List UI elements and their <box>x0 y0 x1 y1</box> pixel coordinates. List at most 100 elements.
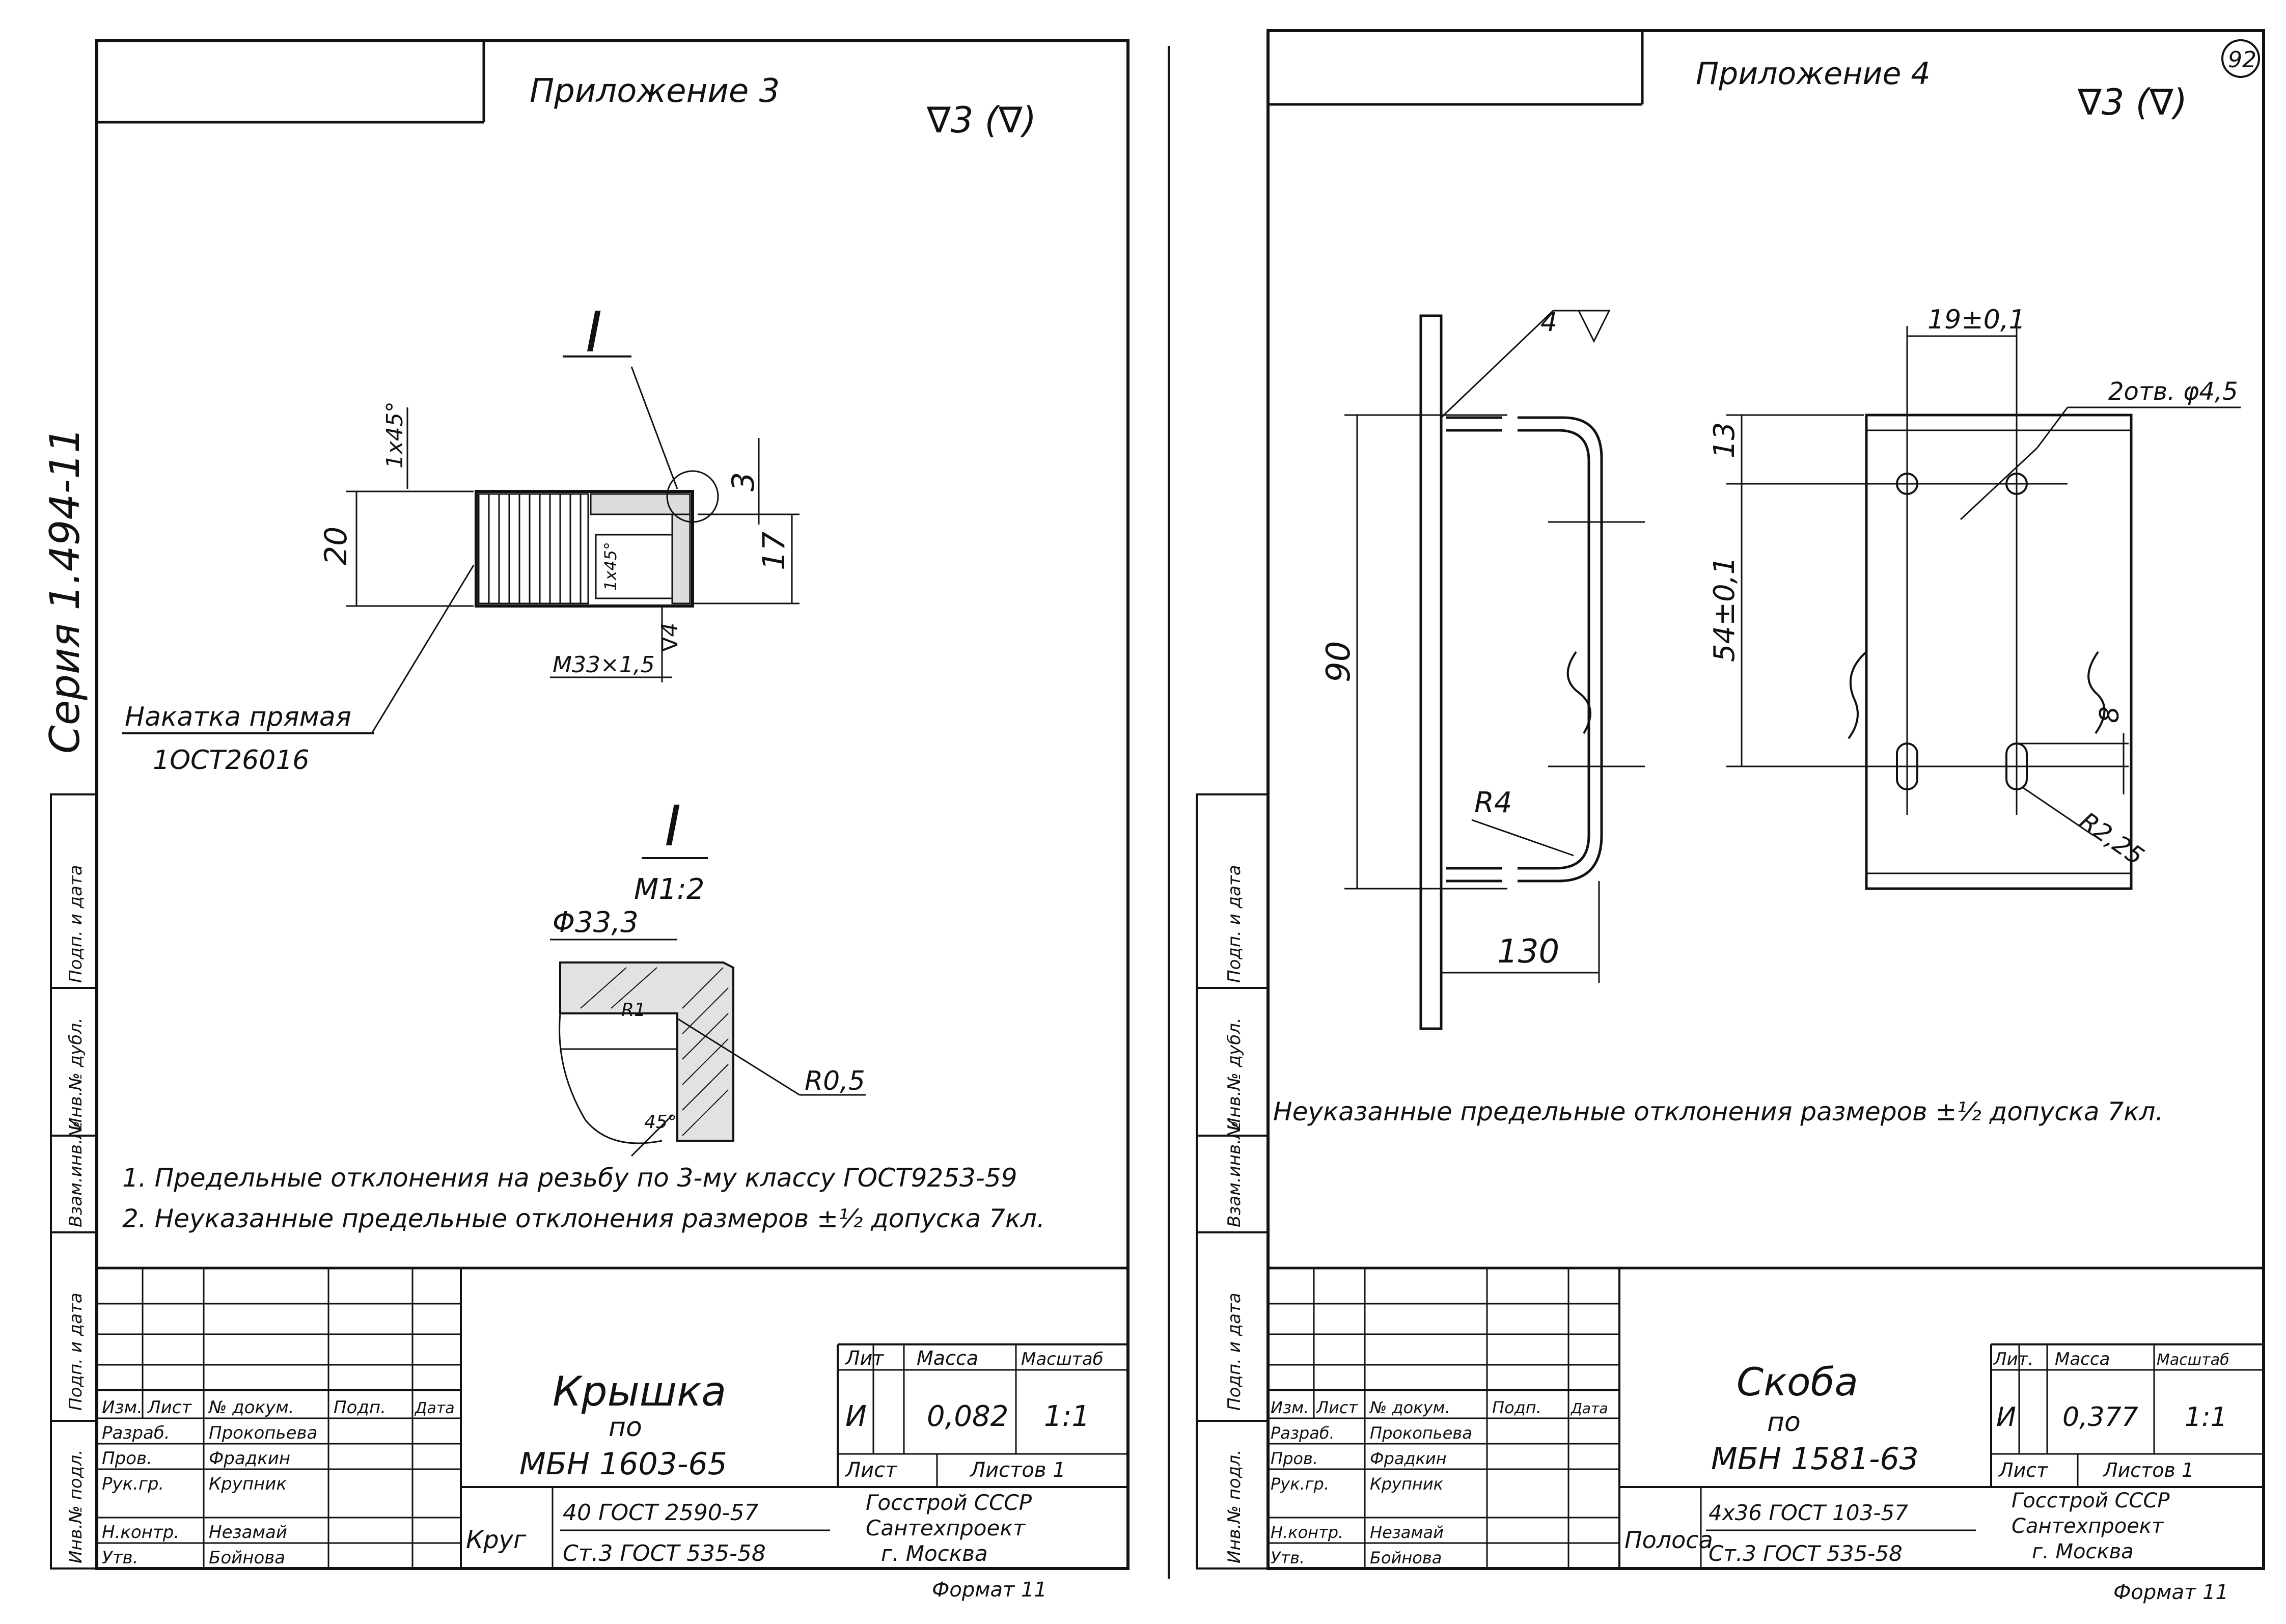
tb4-head-podp: Подп. <box>1492 1398 1541 1417</box>
tb3-code: МБН 1603-65 <box>519 1446 727 1482</box>
side4-stamp-4: Инв.№ дубл. <box>1224 1017 1245 1131</box>
tb4-sheet: Лист <box>1998 1459 2049 1481</box>
tb4-head-izm: Изм. <box>1271 1398 1309 1417</box>
tb3-material-bottom: Ст.3 ГОСТ 535-58 <box>563 1540 766 1566</box>
roughness-4: ∇3 (∇) <box>2077 81 2187 123</box>
tb4-code: МБН 1581-63 <box>1711 1441 1919 1477</box>
tb4-org-1: Госстрой СССР <box>2012 1489 2170 1512</box>
weld-mark: 4 <box>1540 307 1557 338</box>
dim-chamfer-outer: 1x45° <box>382 401 408 469</box>
tb3-mass: 0,082 <box>927 1400 1008 1433</box>
tb4-head-date: Дата <box>1570 1400 1608 1417</box>
title-block-4: Изм. Лист № докум. Подп. Дата Разраб. Пр… <box>1266 1267 2265 1570</box>
side-stamp-4: Инв.№ подл. Подп. и дата Взам.инв.№ Инв.… <box>1196 793 1269 1570</box>
tb4-sheets: Листов 1 <box>2102 1459 2194 1481</box>
tb3-name-3: Крупник <box>209 1474 287 1494</box>
tb4-po: по <box>1767 1407 1801 1438</box>
tb3-name-5: Бойнова <box>209 1548 285 1568</box>
tb3-sheet: Лист <box>844 1458 898 1482</box>
side4-stamp-1: Инв.№ подл. <box>1224 1449 1245 1563</box>
tb3-role-1: Разраб. <box>102 1423 170 1443</box>
tb4-head-doc: № докум. <box>1369 1398 1450 1417</box>
side-stamp-2: Подп. и дата <box>66 1292 86 1411</box>
tb3-lit-head: Лит <box>844 1347 885 1369</box>
dim-roughness-local: ∇4 <box>657 623 683 652</box>
tb4-material-bottom: Ст.3 ГОСТ 535-58 <box>1709 1541 1903 1566</box>
bracket-front-view: 19±0,1 2отв. φ4,5 13 54±0,1 8 R2,25 <box>1708 305 2241 890</box>
dim-r1: R1 <box>621 1000 646 1021</box>
note-1: 1. Предельные отклонения на резьбу по 3-… <box>122 1163 1017 1193</box>
cap-section-view: I 20 17 3 1x45° 1x45° ∇4 M33×1,5 Накатка… <box>122 299 800 776</box>
tb3-role-5: Утв. <box>102 1548 138 1568</box>
dim-17: 17 <box>756 532 792 570</box>
dim-130: 130 <box>1497 933 1559 971</box>
side4-stamp-2: Подп. и дата <box>1224 1292 1245 1411</box>
dim-r4: R4 <box>1474 786 1512 819</box>
dim-r05: R0,5 <box>805 1066 865 1096</box>
tb4-head-list: Лист <box>1316 1398 1358 1417</box>
appendix-3: Приложение 3 <box>530 72 780 110</box>
format-4: Формат 11 <box>2113 1581 2228 1604</box>
tb4-name-2: Фрадкин <box>1370 1449 1447 1468</box>
tb3-po: по <box>609 1412 642 1443</box>
tb4-org-2: Сантехпроект <box>2012 1515 2164 1538</box>
side-stamp-1: Инв.№ подл. <box>66 1449 86 1563</box>
tb4-name-5: Бойнова <box>1370 1548 1442 1567</box>
dim-54: 54±0,1 <box>1708 557 1741 662</box>
dim-holes: 2отв. φ4,5 <box>2108 377 2238 406</box>
tb3-org-1: Госстрой СССР <box>866 1490 1032 1515</box>
sheet-4: Приложение 4 ∇3 (∇) 92 Инв.№ подл. Подп.… <box>1196 29 2265 1604</box>
tb4-role-3: Рук.гр. <box>1271 1474 1329 1494</box>
tb3-sheets: Листов 1 <box>969 1458 1066 1482</box>
series-label: Серия 1.494-11 <box>41 427 89 754</box>
tb4-role-2: Пров. <box>1271 1449 1318 1468</box>
detail-scale: M1:2 <box>634 873 704 906</box>
sheet-3: Приложение 3 ∇3 (∇) Серия 1.494-11 Инв.№… <box>41 39 1130 1602</box>
side4-stamp-3: Взам.инв.№ <box>1224 1121 1245 1227</box>
tb4-part-name: Скоба <box>1737 1359 1858 1405</box>
detail-mark-main: I <box>586 299 602 365</box>
dim-r225: R2,25 <box>2074 807 2149 871</box>
tb4-role-1: Разраб. <box>1271 1423 1335 1443</box>
tb3-head-list: Лист <box>147 1397 192 1418</box>
tb4-material-label: Полоса <box>1624 1526 1713 1554</box>
tb4-lit-head: Лит. <box>1993 1349 2033 1369</box>
tb3-org-3: г. Москва <box>881 1541 988 1566</box>
dim-19: 19±0,1 <box>1927 305 2025 335</box>
tb4-mass-head: Масса <box>2055 1349 2110 1369</box>
tb4-role-4: Н.контр. <box>1271 1523 1343 1542</box>
bracket-side-view: 90 130 R4 4 <box>1320 307 1645 1030</box>
detail-mark: I <box>665 793 681 859</box>
sheet-number: 92 <box>2228 47 2256 73</box>
format-3: Формат 11 <box>932 1578 1047 1602</box>
note-2: 2. Неуказанные предельные отклонения раз… <box>122 1204 1045 1233</box>
note-4: Неуказанные предельные отклонения размер… <box>1273 1097 2163 1126</box>
dim-90: 90 <box>1320 641 1358 682</box>
side-stamp: Инв.№ подл. Подп. и дата Взам.инв.№ Инв.… <box>50 793 98 1570</box>
side-stamp-5: Подп. и дата <box>66 865 86 983</box>
tb3-head-doc: № докум. <box>208 1397 294 1418</box>
tb3-lit: И <box>845 1400 867 1433</box>
tb3-head-izm: Изм. <box>102 1397 143 1418</box>
tb3-name-1: Прокопьева <box>209 1423 317 1443</box>
tb3-name-2: Фрадкин <box>209 1448 290 1469</box>
tb4-scale-head: Масштаб <box>2157 1351 2229 1369</box>
side4-stamp-5: Подп. и дата <box>1224 865 1245 983</box>
dim-thread: M33×1,5 <box>553 652 655 678</box>
dim-diam: Φ33,3 <box>553 906 639 939</box>
dim-8: 8 <box>2095 706 2125 723</box>
side-stamp-4: Инв.№ дубл. <box>66 1017 86 1131</box>
tb4-lit: И <box>1996 1402 2016 1433</box>
dim-angle: 45° <box>644 1112 677 1133</box>
detail-i-view: I M1:2 Φ33,3 R1 R0,5 45° <box>550 793 866 1157</box>
knurl-std: 1ОСТ26016 <box>153 745 310 776</box>
tb4-material-top: 4x36 ГОСТ 103-57 <box>1709 1500 1908 1525</box>
dim-chamfer-inner: 1x45° <box>601 542 620 591</box>
tb3-head-date: Дата <box>414 1399 455 1417</box>
tb3-mass-head: Масса <box>917 1347 978 1369</box>
tb4-role-5: Утв. <box>1271 1548 1305 1567</box>
side-stamp-3: Взам.инв.№ <box>66 1121 86 1227</box>
tb3-role-2: Пров. <box>102 1448 152 1469</box>
tb3-material-label: Круг <box>466 1526 527 1554</box>
